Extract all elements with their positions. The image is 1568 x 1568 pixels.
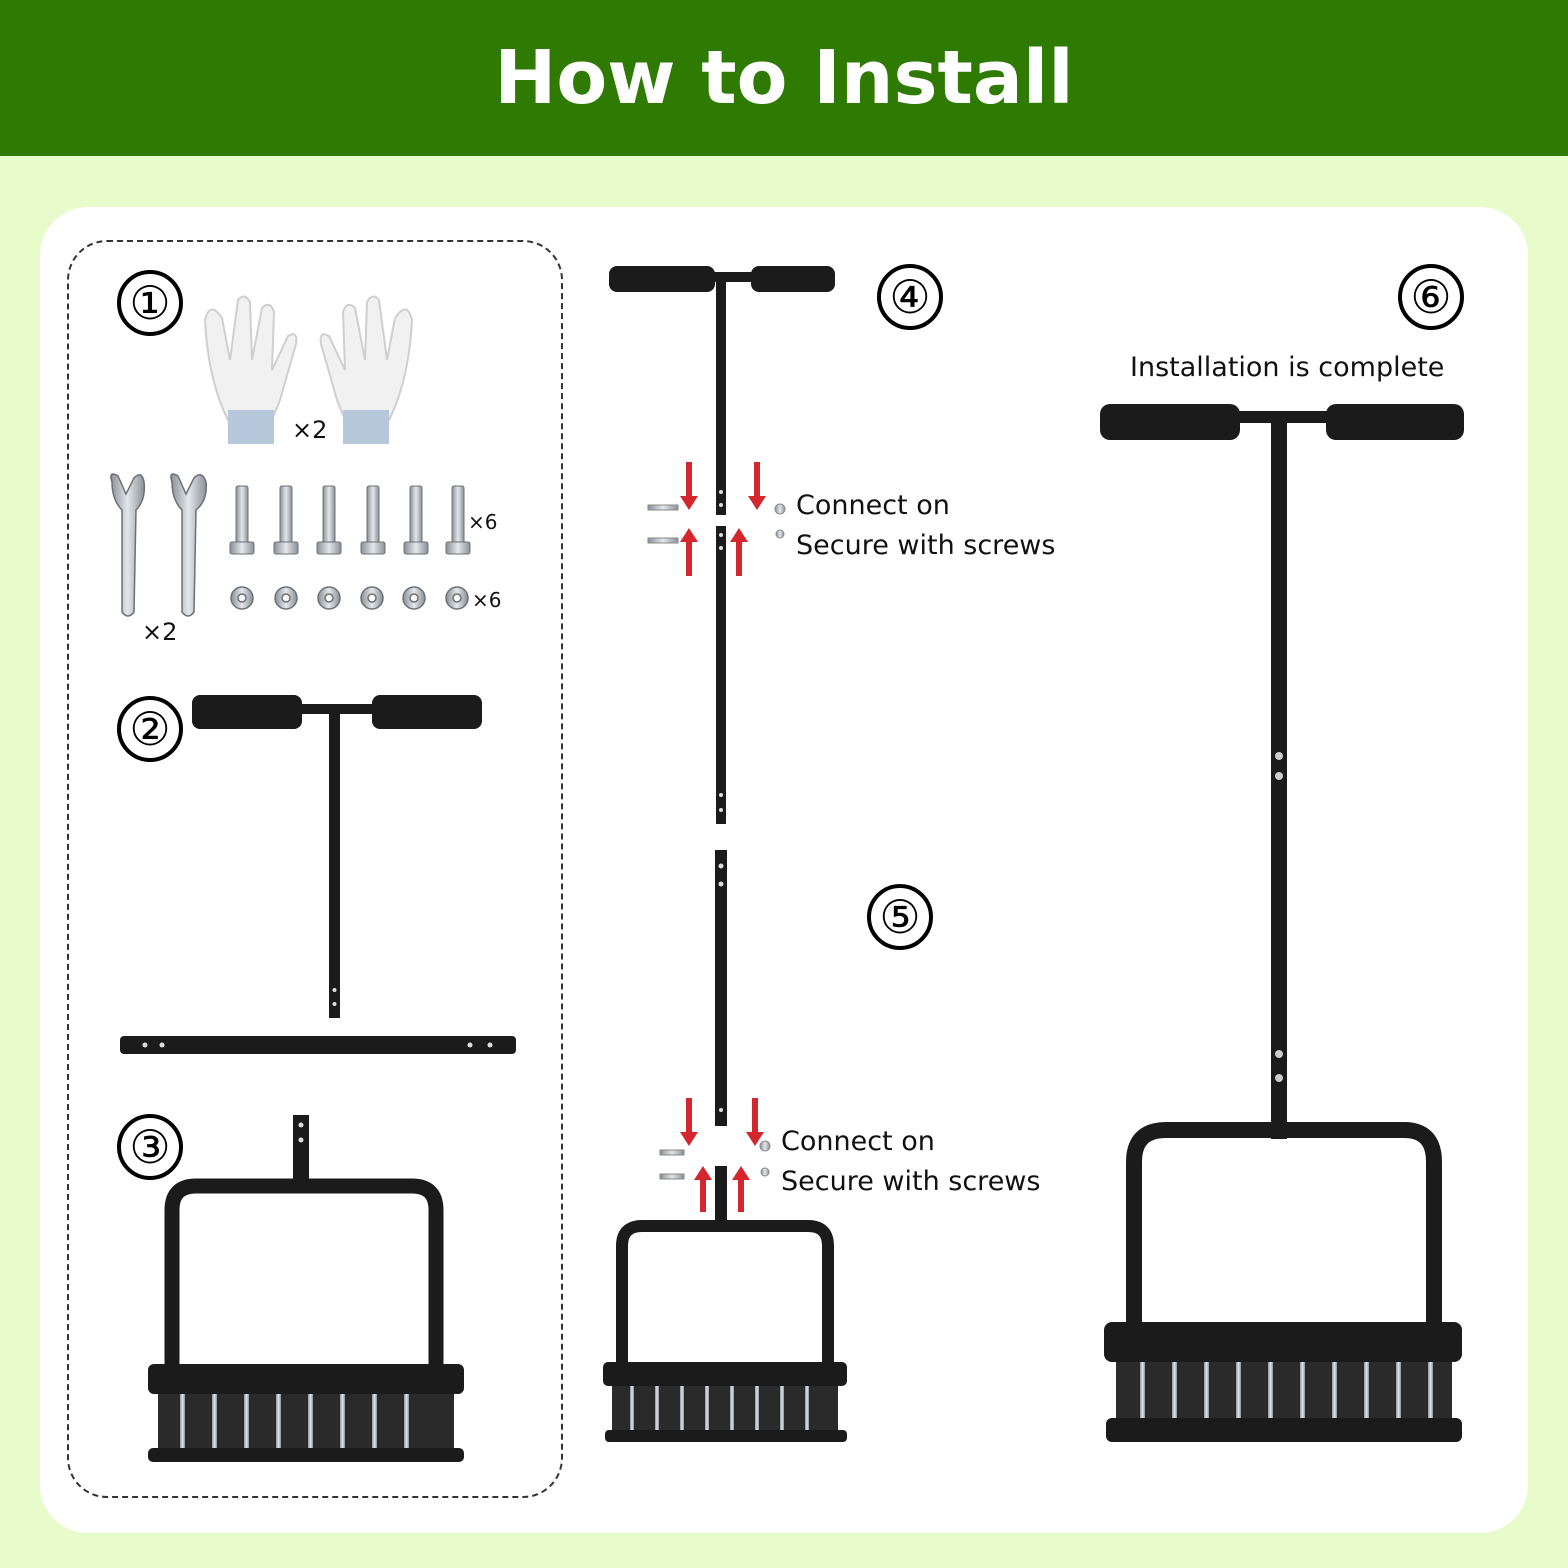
step5-base-assembly [603,850,847,1442]
parts-list-panel [67,240,563,1498]
step-number-2: ② [117,696,183,762]
wrench-quantity: ×2 [142,618,178,646]
step4-screws-icon [647,503,786,544]
step4-connect-label: Connect on [796,490,950,521]
glove-icon [203,295,298,444]
completed-aerator [1100,404,1464,1442]
wrench-icon [170,473,208,617]
step4-secure-label: Secure with screws [796,530,1056,561]
nuts-icon [230,586,469,610]
step-number-4: ④ [877,264,943,330]
glove-icon [319,295,414,444]
completion-caption: Installation is complete [1130,352,1445,383]
step-number-6: ⑥ [1398,264,1464,330]
step5-connect-label: Connect on [781,1126,935,1157]
header-banner: How to Install [0,0,1568,156]
step-number-1: ① [117,270,183,336]
step4-handle-assembly [609,266,835,824]
extension-pole-part [120,1036,516,1054]
t-handle-part [192,695,482,1018]
step-number-5: ⑤ [867,884,933,950]
page-title: How to Install [494,35,1074,121]
aerator-base-part [148,1115,464,1462]
step-number-3: ③ [117,1114,183,1180]
step5-arrows [680,1098,764,1212]
nuts-quantity: ×6 [472,588,502,612]
step5-screws-icon [659,1140,771,1180]
bolts-quantity: ×6 [468,510,498,534]
wrench-icon [110,473,146,617]
bolts-icon [229,485,471,555]
step4-arrows [680,462,766,576]
gloves-quantity: ×2 [292,416,328,444]
step5-secure-label: Secure with screws [781,1166,1041,1197]
